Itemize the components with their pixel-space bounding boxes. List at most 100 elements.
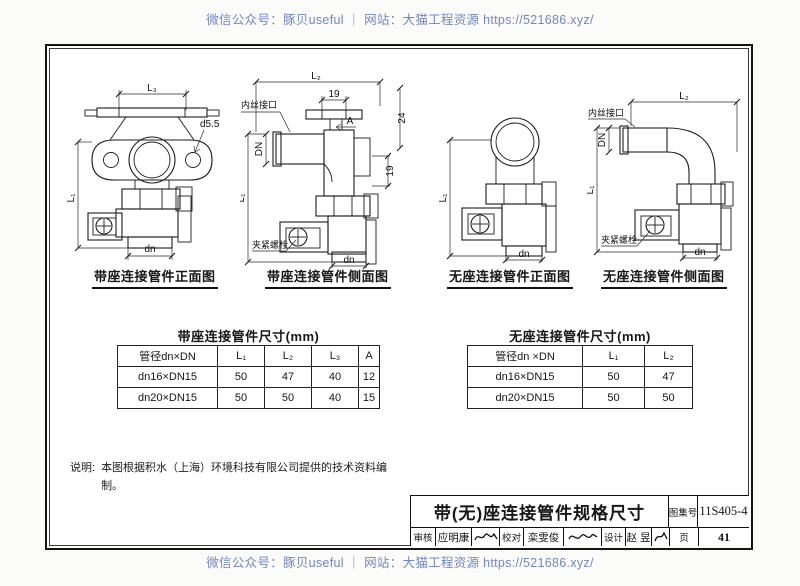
figure-caption: 无座连接管件侧面图 (601, 266, 727, 289)
page-label: 页 (669, 528, 698, 546)
hex-nut (676, 183, 726, 205)
dimension-label: L₁ (66, 193, 77, 203)
dimension-label: DN (597, 133, 608, 147)
seat-plate (91, 136, 213, 184)
table-header-row: 管径dn×DN L₁ L₂ L₃ A (117, 345, 380, 367)
design-label: 设计 (601, 528, 625, 546)
callout-label: 内丝接口 (588, 107, 624, 118)
pipe-end (490, 117, 540, 167)
column-header: 管径dn×DN (117, 345, 218, 367)
dimension-label: L₃ (147, 83, 157, 94)
callout-label: 夹紧螺栓 (252, 239, 288, 250)
threaded-insert (545, 205, 557, 253)
flange-bar (84, 107, 220, 118)
figure-caption: 带座连接管件正面图 (92, 266, 218, 289)
notes-text: 本图根据积水（上海）环境科技有限公司提供的技术资料编制。 (101, 462, 388, 492)
threaded-connector (353, 137, 371, 177)
seated-fitting-dimension-table: 管径dn×DN L₁ L₂ L₃ A dn16×DN15 50 47 40 12… (117, 345, 380, 409)
proofreader-name: 栾雯俊 (523, 528, 563, 546)
signature-icon (567, 533, 598, 540)
seatless-fitting-front-view-drawing: dn L₁ (438, 117, 557, 264)
proof-label: 校对 (499, 528, 523, 546)
dimension-label: L₁ (240, 193, 247, 203)
elbow-body (666, 127, 716, 184)
title-block: 带(无)座连接管件规格尺寸 图集号 11S405-4 审核 应明康 校对 栾雯俊… (410, 495, 749, 546)
dimension-label: A (347, 116, 354, 127)
notes-label: 说明: (70, 462, 96, 474)
table-cell: 15 (358, 387, 380, 409)
clamp-bolt (461, 207, 503, 241)
table-cell: dn16×DN15 (117, 366, 218, 388)
table-row: dn16×DN15 50 47 (467, 366, 693, 388)
table-cell: dn20×DN15 (117, 387, 218, 409)
column-header: L₂ (644, 345, 693, 367)
table-cell: 50 (582, 366, 645, 388)
dimension-label: L₂ (311, 71, 321, 82)
atlas-number: 11S405-4 (697, 496, 749, 527)
signature-icon (653, 531, 668, 542)
table-row: dn20×DN15 50 50 (467, 387, 693, 409)
dimension-label: L₂ (679, 92, 689, 102)
bolt-hole-icon (185, 152, 201, 168)
table-cell: 50 (217, 366, 265, 388)
clamp-body (501, 203, 547, 247)
page-number: 41 (698, 528, 749, 546)
dimension-label: dn (694, 247, 705, 258)
bolt-hole-icon (103, 152, 119, 168)
pipe-outlet (505, 245, 543, 257)
dimension-label: L₁ (587, 185, 596, 195)
table-cell: 12 (358, 366, 380, 388)
table-cell: 50 (644, 387, 693, 409)
clamp-bolt (634, 209, 680, 241)
dimension-label: L₁ (438, 193, 449, 203)
reviewer-name: 应明康 (435, 528, 471, 546)
signature-icon (473, 532, 498, 541)
table-header-row: 管径dn ×DN L₁ L₂ (467, 345, 693, 367)
dimension-label: dn (144, 244, 155, 255)
pipe-outlet (682, 243, 718, 253)
flange-bar (305, 109, 363, 120)
seatless-fitting-side-view-drawing: L₂ 内丝接口 DN (587, 92, 741, 262)
sheet-title: 带(无)座连接管件规格尺寸 (433, 504, 646, 523)
table-row: dn16×DN15 50 47 40 12 (117, 366, 380, 388)
callout-label: 夹紧螺栓 (601, 234, 637, 245)
column-header: L₁ (217, 345, 265, 367)
table-cell: dn20×DN15 (467, 387, 583, 409)
hex-nut (485, 183, 543, 205)
column-header: 管径dn ×DN (467, 345, 583, 367)
dimension-label: 24 (397, 112, 408, 124)
designer-signature (651, 528, 669, 546)
column-header: L₃ (311, 345, 359, 367)
figure-caption: 带座连接管件侧面图 (265, 266, 391, 289)
drawing-sheet: L₃ d5.5 (45, 44, 753, 550)
pipe-outlet (127, 236, 173, 249)
hex-nut (315, 195, 371, 217)
threaded-insert (720, 207, 732, 251)
seatless-fitting-dimension-table: 管径dn ×DN L₁ L₂ dn16×DN15 50 47 dn20×DN15… (467, 345, 693, 409)
figure-caption: 无座连接管件正面图 (447, 266, 573, 289)
column-header: A (358, 345, 380, 367)
dimension-label: 19 (385, 165, 396, 177)
inlet-pipe (619, 125, 668, 155)
column-header: L₁ (582, 345, 645, 367)
reviewer-signature (471, 528, 499, 546)
callout-label: 内丝接口 (241, 99, 277, 110)
table-cell: 50 (264, 387, 312, 409)
dimension-label: d5.5 (200, 119, 220, 130)
table-cell: dn16×DN15 (467, 366, 583, 388)
table-cell: 50 (217, 387, 265, 409)
designer-name: 赵 昱 (625, 528, 651, 546)
table-cell: 50 (582, 387, 645, 409)
tee-body (323, 129, 355, 197)
atlas-number-label: 图集号 (668, 496, 697, 527)
table-title: 无座连接管件尺寸(mm) (509, 329, 651, 344)
table-cell: 47 (264, 366, 312, 388)
clamp-body (678, 203, 722, 245)
threaded-insert (365, 219, 377, 265)
dimension-label: DN (254, 142, 265, 156)
seated-fitting-front-view-drawing: L₃ d5.5 (66, 83, 220, 260)
hex-nut (121, 188, 181, 210)
dimension-label: dn (518, 249, 529, 260)
table-cell: 40 (311, 387, 359, 409)
header-watermark: 微信公众号：豚贝useful ｜ 网站：大猫工程资源 https://52168… (206, 13, 594, 27)
